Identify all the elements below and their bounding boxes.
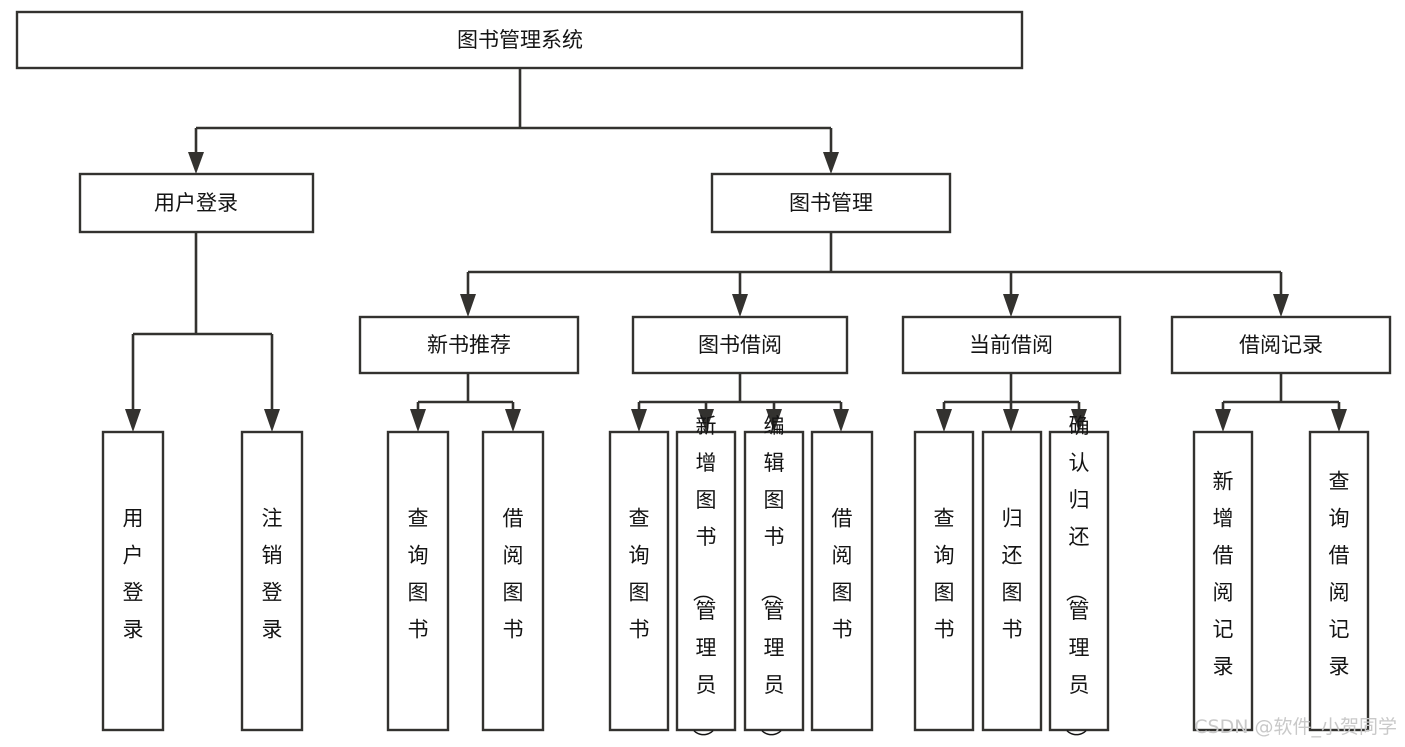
arrow-book-borrow	[732, 294, 748, 317]
arrow-leaf-u2	[264, 409, 280, 432]
node-new-book-recommend-label: 新书推荐	[427, 333, 511, 357]
arrow-leaf-b3	[766, 409, 782, 432]
arrow-leaf-c3	[1071, 409, 1087, 432]
leaf-user-login-1[interactable]: 用户登录	[101, 430, 165, 732]
leaf-book-borrow-1-label: 查询图书	[629, 507, 650, 642]
leaf-book-borrow-4-box[interactable]	[810, 430, 874, 732]
arrow-leaf-c2	[1003, 409, 1019, 432]
arrow-book-manage	[823, 152, 839, 174]
node-borrow-record-box[interactable]	[1170, 315, 1392, 375]
leaf-new-book-1-box[interactable]	[386, 430, 450, 732]
leaf-current-borrow-2-label: 归还图书	[1002, 507, 1023, 642]
leaf-new-book-2[interactable]: 借阅图书	[481, 430, 545, 732]
leaf-user-login-2-label: 注销登录	[262, 507, 283, 642]
node-book-manage[interactable]: 图书管理	[710, 172, 952, 234]
leaf-book-borrow-2-label: 新增图书（管理员）	[691, 414, 717, 747]
leaf-new-book-1[interactable]: 查询图书	[386, 430, 450, 732]
leaf-book-borrow-3[interactable]: 编辑图书（管理员）	[743, 414, 805, 747]
node-user-login-label: 用户登录	[154, 191, 238, 215]
node-user-login[interactable]: 用户登录	[78, 172, 315, 234]
arrow-leaf-n2	[505, 409, 521, 432]
leaf-book-borrow-3-label: 编辑图书（管理员）	[759, 414, 785, 747]
node-book-borrow-box[interactable]	[631, 315, 849, 375]
leaf-current-borrow-3-label: 确认归还（管理员）	[1064, 414, 1090, 747]
leaf-book-borrow-1-box[interactable]	[608, 430, 670, 732]
arrow-leaf-n1	[410, 409, 426, 432]
leaf-current-borrow-3-box[interactable]	[1048, 430, 1110, 732]
leaf-borrow-record-2[interactable]: 查询借阅记录	[1308, 430, 1370, 732]
node-borrow-record-label: 借阅记录	[1239, 333, 1323, 357]
arrow-user-login	[188, 152, 204, 174]
csdn-watermark: CSDN @软件_小贺同学	[1194, 716, 1397, 738]
leaf-borrow-record-1[interactable]: 新增借阅记录	[1192, 430, 1254, 732]
node-book-borrow[interactable]: 图书借阅	[631, 315, 849, 375]
node-new-book-recommend[interactable]: 新书推荐	[358, 315, 580, 375]
node-root-label: 图书管理系统	[457, 28, 583, 52]
leaf-user-login-1-label: 用户登录	[123, 507, 144, 642]
leaf-current-borrow-1-label: 查询图书	[934, 507, 955, 642]
leaf-book-borrow-3-box[interactable]	[743, 430, 805, 732]
leaf-book-borrow-4-label: 借阅图书	[832, 507, 853, 642]
leaf-current-borrow-1[interactable]: 查询图书	[913, 430, 975, 732]
leaf-borrow-record-2-label: 查询借阅记录	[1329, 470, 1350, 679]
leaf-book-borrow-4[interactable]: 借阅图书	[810, 430, 874, 732]
arrow-leaf-r2	[1331, 409, 1347, 432]
arrow-leaf-u1	[125, 409, 141, 432]
arrow-leaf-r1	[1215, 409, 1231, 432]
leaf-book-borrow-1[interactable]: 查询图书	[608, 430, 670, 732]
node-current-borrow-label: 当前借阅	[969, 333, 1053, 357]
leaf-borrow-record-1-label: 新增借阅记录	[1213, 470, 1234, 679]
leaf-borrow-record-2-box[interactable]	[1308, 430, 1370, 732]
arrow-leaf-c1	[936, 409, 952, 432]
leaf-user-login-2-box[interactable]	[240, 430, 304, 732]
arrow-leaf-b4	[833, 409, 849, 432]
leaf-borrow-record-1-box[interactable]	[1192, 430, 1254, 732]
node-book-manage-label: 图书管理	[789, 191, 873, 215]
leaf-new-book-2-label: 借阅图书	[503, 507, 524, 642]
node-root[interactable]: 图书管理系统	[15, 10, 1024, 70]
leaf-current-borrow-3[interactable]: 确认归还（管理员）	[1048, 414, 1110, 747]
leaf-new-book-1-label: 查询图书	[408, 507, 429, 642]
leaf-new-book-2-box[interactable]	[481, 430, 545, 732]
leaf-current-borrow-2-box[interactable]	[981, 430, 1043, 732]
leaf-book-borrow-2-box[interactable]	[675, 430, 737, 732]
leaf-current-borrow-2[interactable]: 归还图书	[981, 430, 1043, 732]
arrow-borrow-record	[1273, 294, 1289, 317]
node-root-box[interactable]	[15, 10, 1024, 70]
node-borrow-record[interactable]: 借阅记录	[1170, 315, 1392, 375]
node-new-book-recommend-box[interactable]	[358, 315, 580, 375]
leaf-user-login-2[interactable]: 注销登录	[240, 430, 304, 732]
leaf-user-login-1-box[interactable]	[101, 430, 165, 732]
leaf-current-borrow-1-box[interactable]	[913, 430, 975, 732]
leaf-book-borrow-2[interactable]: 新增图书（管理员）	[675, 414, 737, 747]
arrow-leaf-b1	[631, 409, 647, 432]
node-user-login-box[interactable]	[78, 172, 315, 234]
node-book-manage-box[interactable]	[710, 172, 952, 234]
node-current-borrow[interactable]: 当前借阅	[901, 315, 1122, 375]
arrow-current-borrow	[1003, 294, 1019, 317]
arrow-leaf-b2	[698, 409, 714, 432]
node-current-borrow-box[interactable]	[901, 315, 1122, 375]
connector-layer	[125, 68, 1347, 432]
node-book-borrow-label: 图书借阅	[698, 333, 782, 357]
arrow-new-book	[460, 294, 476, 317]
